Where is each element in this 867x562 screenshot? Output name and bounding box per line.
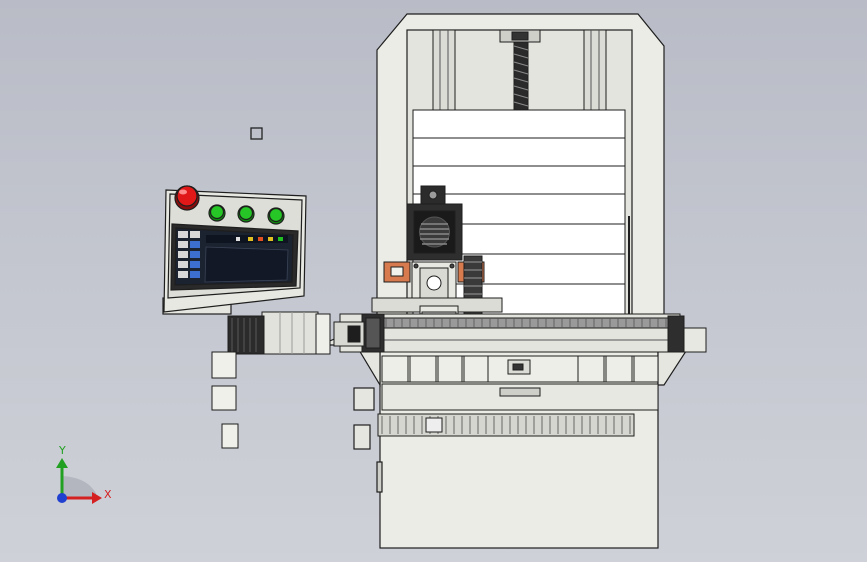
left-mount-block	[353, 424, 371, 450]
left-mount-block	[353, 387, 375, 411]
x-axis-beam[interactable]	[333, 313, 707, 353]
servo-motor-icon[interactable]	[227, 311, 331, 355]
orientation-triad: Y X	[56, 444, 112, 504]
green-pushbutton-icon[interactable]	[208, 204, 226, 222]
side-port	[376, 461, 383, 493]
motor-body	[227, 315, 265, 355]
selection-marker	[250, 127, 263, 140]
green-pushbutton-icon[interactable]	[267, 207, 285, 225]
hanging-blocks	[211, 351, 239, 449]
z-axis-assembly[interactable]	[432, 29, 607, 113]
emergency-stop-icon[interactable]	[174, 185, 200, 211]
right-linear-rail	[583, 29, 607, 111]
motor-gearbox	[261, 311, 319, 355]
hmi-status-row	[206, 235, 288, 243]
cooling-fan-icon	[419, 216, 450, 248]
y-axis-label: Y	[58, 444, 66, 457]
hmi-display-area	[204, 246, 289, 283]
hmi-icon-column	[178, 231, 200, 278]
control-panel[interactable]	[162, 185, 307, 315]
x-beam-right-bracket	[683, 327, 707, 353]
x-beam-right-cap	[667, 315, 685, 353]
left-linear-rail	[432, 29, 456, 111]
x-axis-label: X	[104, 488, 112, 501]
motor-flange-plate	[315, 313, 331, 355]
ball-screw-icon	[513, 39, 529, 113]
z-axis-dot	[57, 493, 67, 503]
green-pushbutton-icon[interactable]	[237, 205, 255, 223]
lower-slide-grid	[381, 355, 659, 411]
gear-rack-icon	[377, 413, 635, 437]
